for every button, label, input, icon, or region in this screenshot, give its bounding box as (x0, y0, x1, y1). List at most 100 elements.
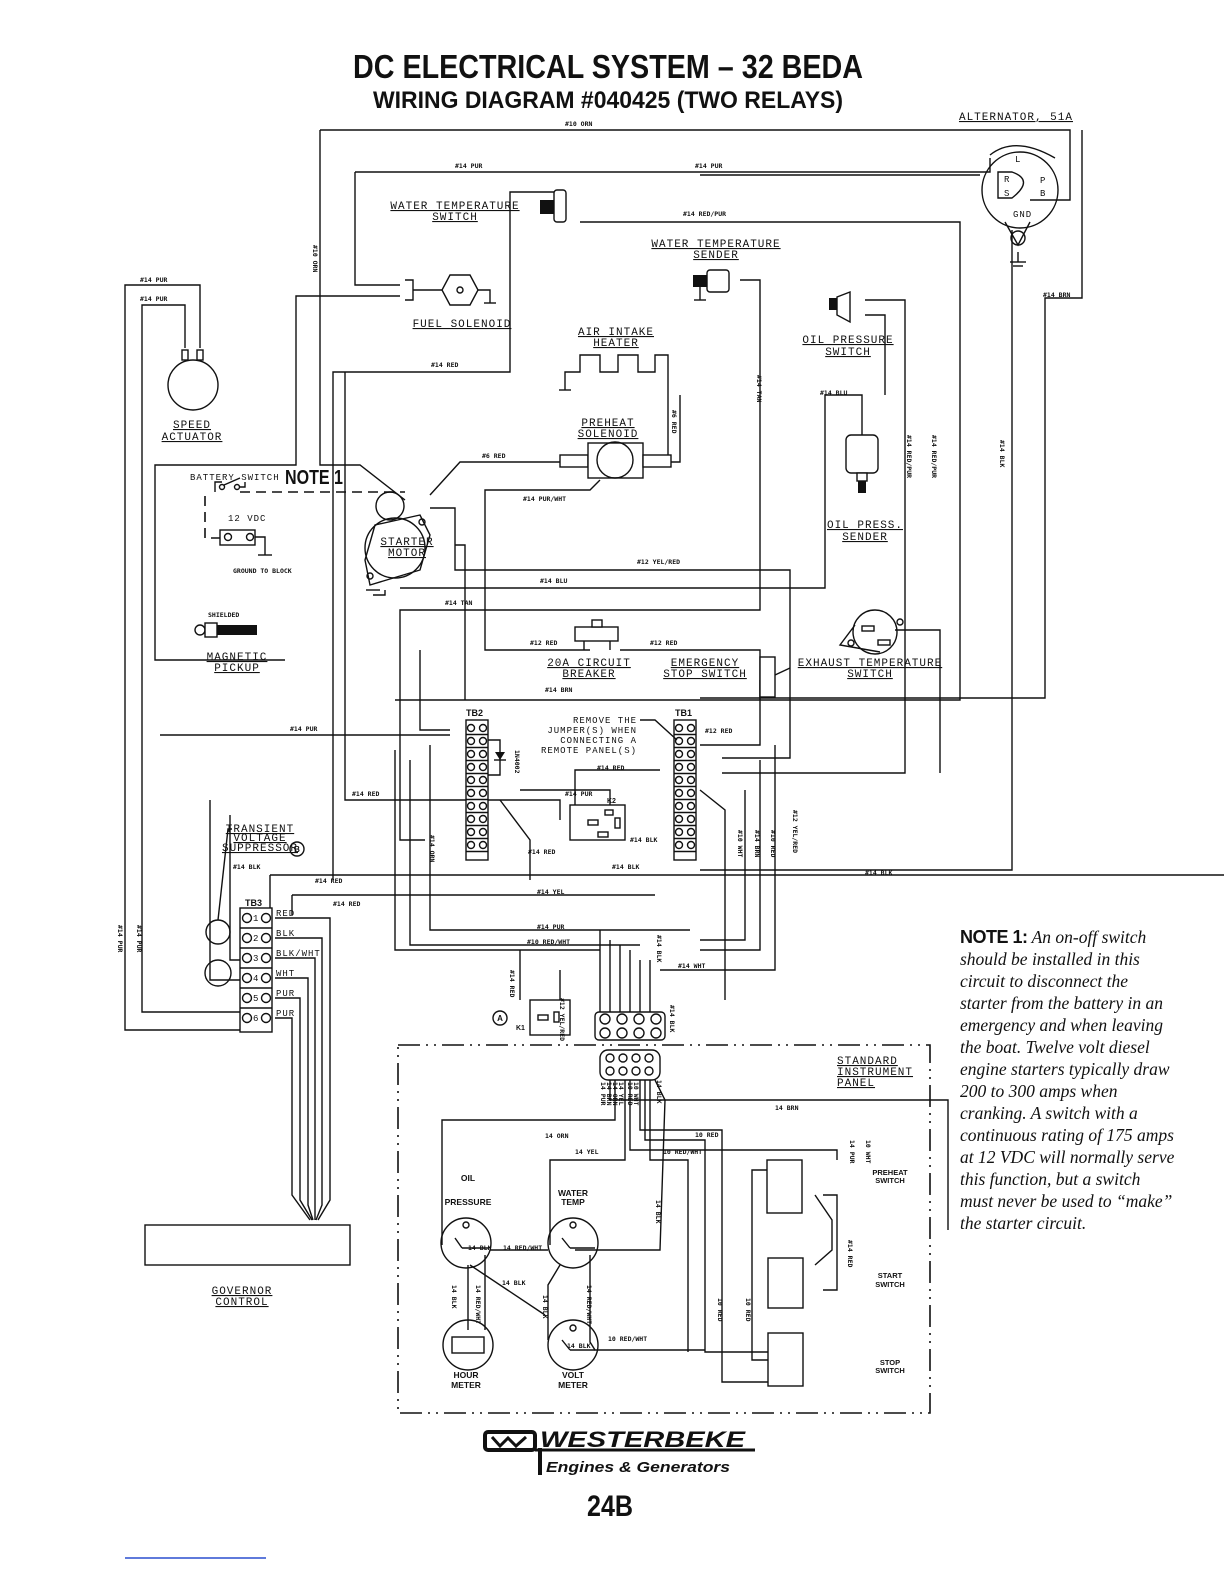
wire-label: 10 RED/WHT (608, 1335, 647, 1343)
wire-label: #14 BRN (545, 686, 572, 694)
terminal-screw (466, 723, 476, 733)
wire-label: #12 YEL/RED (637, 558, 680, 566)
wire-label: #12 RED (650, 639, 677, 647)
terminal-screw (466, 840, 476, 850)
preheat-switch-label-2: SWITCH (875, 1176, 905, 1185)
hour-meter-label: HOUR (453, 1370, 478, 1380)
wire-label: #10 ORN (311, 245, 319, 272)
alt-terminal-p: P (1040, 176, 1046, 186)
emergency-stop-switch[interactable] (759, 656, 791, 698)
terminal-screw (466, 749, 476, 759)
tb2-label: TB2 (466, 708, 483, 718)
wire-label: #14 PUR (695, 162, 722, 170)
wire-label: #14 RED/PUR (683, 210, 726, 218)
magnetic-pickup (194, 622, 257, 638)
terminal-screw (674, 801, 684, 811)
circuit-breaker-label: 20A CIRCUIT (547, 658, 631, 670)
tb3-wire-color: BLK/WHT (276, 949, 321, 959)
tvs-label-3: SUPPRESSOR (222, 843, 298, 855)
tb3-terminal-number: 3 (253, 954, 259, 964)
battery-switch[interactable] (214, 477, 246, 492)
terminal-screw (466, 736, 476, 746)
wire-label: #14 TAN (755, 375, 763, 402)
water-temperature-switch (540, 189, 567, 223)
alternator: L R P S B GND (981, 145, 1059, 267)
wire-label: 14 RED/WHT (585, 1285, 593, 1324)
wire-label: #14 RED (315, 877, 342, 885)
terminal-screw (686, 749, 696, 759)
terminal-screw (478, 775, 488, 785)
stop-switch[interactable] (767, 1332, 804, 1387)
preheat-switch[interactable] (766, 1159, 803, 1214)
wire-label: #14 RED/PUR (905, 435, 913, 478)
tvs-label-2: VOLTAGE (233, 833, 286, 845)
terminal-screw (478, 801, 488, 811)
wire-label: #14 PUR (565, 790, 592, 798)
note-heading: NOTE 1: (960, 927, 1028, 947)
page-subtitle: WIRING DIAGRAM #040425 (TWO RELAYS) (373, 87, 843, 114)
emergency-stop-label: EMERGENCY (671, 658, 739, 670)
wire-label: #14 PUR (290, 725, 317, 733)
wire-label: 14 BLK (567, 1342, 591, 1350)
terminal-screw (674, 788, 684, 798)
terminal-screw (686, 801, 696, 811)
preheat-solenoid-label-2: SOLENOID (578, 429, 639, 441)
wire-label: #14 RED (528, 848, 555, 856)
fuel-solenoid (405, 274, 496, 306)
start-switch[interactable] (767, 1257, 804, 1309)
tb3-wire-color: RED (276, 909, 295, 919)
wire-label: #14 RED (431, 361, 458, 369)
logo-tagline: Engines & Generators (546, 1459, 730, 1476)
oil-pressure-switch (829, 290, 851, 324)
tb3-wire-color: PUR (276, 989, 295, 999)
wire-label: 14 YEL (617, 1082, 625, 1106)
terminal-screw (686, 762, 696, 772)
terminal-screw (686, 788, 696, 798)
marker-b: B (294, 845, 300, 854)
transient-voltage-suppressor (205, 919, 231, 945)
oil-press-sender-label: OIL PRESS. (827, 520, 903, 532)
exhaust-temp-switch-label: EXHAUST TEMPERATURE (798, 658, 942, 670)
wire-label: #14 BLK (233, 863, 260, 871)
tb3-terminal-number: 6 (253, 1014, 259, 1024)
tb3-terminal-number: 4 (253, 974, 259, 984)
wire-label: #14 PUR (140, 295, 167, 303)
marker-a: A (497, 1014, 503, 1023)
wire-label: 14 BLK (450, 1285, 458, 1309)
wire-label: 14 ORN (611, 1082, 619, 1106)
preheat-solenoid-label: PREHEAT (581, 418, 634, 430)
preheat-solenoid (559, 441, 672, 479)
terminal-screw (686, 736, 696, 746)
panel-connector-pins (605, 1053, 654, 1076)
volt-meter-label-2: METER (558, 1380, 588, 1390)
oil-pressure-switch-label: OIL PRESSURE (802, 335, 893, 347)
water-temp-gauge (547, 1217, 599, 1269)
water-temp-gauge-label: WATER (558, 1188, 588, 1198)
speed-actuator (167, 349, 219, 411)
jumper-note-line-4: REMOTE PANEL(S) (541, 746, 637, 756)
starter-motor (364, 491, 431, 586)
wire-label: 14 PUR (848, 1140, 856, 1164)
circuit-breaker-20a[interactable] (574, 619, 619, 650)
wire-label: #14 BLU (820, 389, 847, 397)
starter-motor-label: STARTER (380, 537, 433, 549)
wire-label: #14 BLK (655, 935, 663, 962)
page-title: DC ELECTRICAL SYSTEM – 32 BEDA (353, 48, 863, 85)
wire-label: #14 TAN (445, 599, 472, 607)
hour-meter-label-2: METER (451, 1380, 481, 1390)
terminal-screw (686, 827, 696, 837)
wire-label: #10 RED (769, 830, 777, 857)
wire-label: #14 RED (597, 764, 624, 772)
diode-1n4002 (488, 739, 506, 776)
wire-label: 14 ORN (545, 1132, 569, 1140)
emergency-stop-label-2: STOP SWITCH (663, 669, 747, 681)
terminal-screw (478, 723, 488, 733)
jumper-note-line-2: JUMPER(S) WHEN (547, 726, 637, 736)
exhaust-temp-switch-label-2: SWITCH (847, 669, 893, 681)
tb3-screw (260, 952, 272, 964)
tb3-terminal-number: 2 (253, 934, 259, 944)
wire-label: 14 BLK (541, 1295, 549, 1319)
wire-label: #14 WHT (678, 962, 705, 970)
